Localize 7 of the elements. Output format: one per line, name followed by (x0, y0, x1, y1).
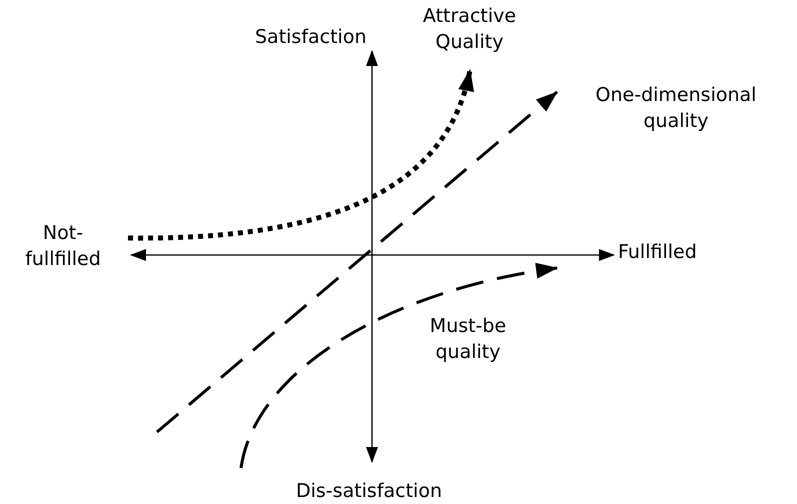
axis-label: Dis-satisfaction (296, 479, 444, 504)
curve-label: Must-be quality (428, 314, 508, 365)
axis-label: Not- fullfilled (24, 221, 102, 272)
curve-label: One-dimensional quality (594, 83, 758, 134)
axis-label: Satisfaction (255, 25, 368, 50)
curve-label: Attractive Quality (422, 4, 518, 55)
axis-label: Fullfilled (618, 240, 698, 265)
